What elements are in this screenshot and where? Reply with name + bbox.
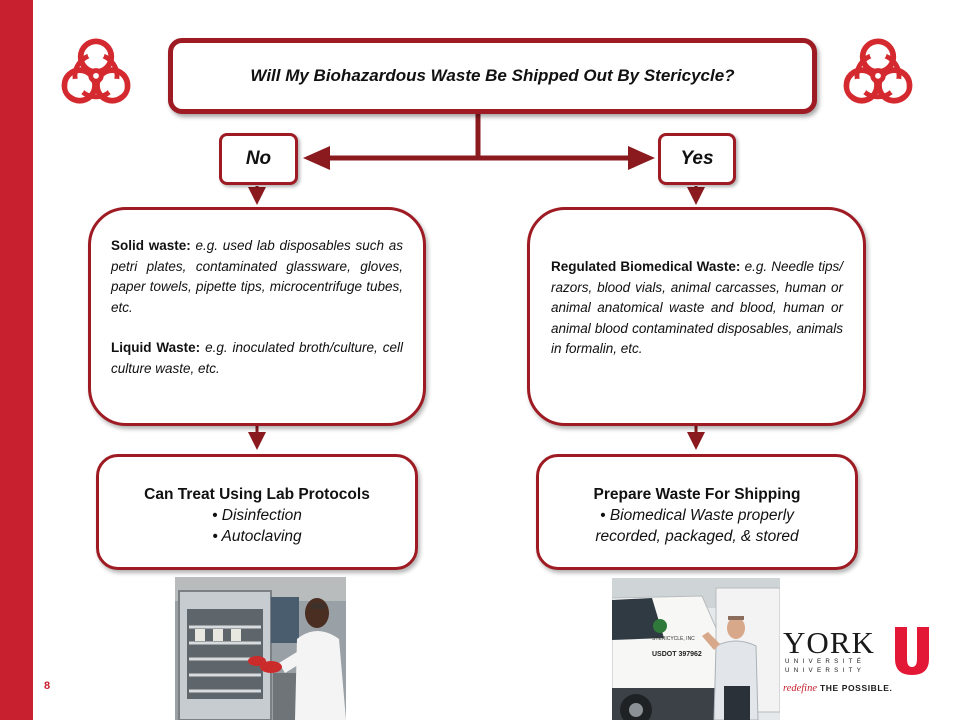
biohazard-icon bbox=[843, 38, 913, 104]
truck-usdot-text: USDOT 397962 bbox=[652, 651, 702, 658]
question-box: Will My Biohazardous Waste Be Shipped Ou… bbox=[168, 38, 817, 114]
page-number: 8 bbox=[44, 680, 51, 692]
no-arrowhead bbox=[303, 146, 330, 170]
treat-outcome-box: Can Treat Using Lab Protocols • Disinfec… bbox=[96, 454, 418, 570]
regulated-waste-label: Regulated Biomedical Waste: bbox=[551, 259, 741, 274]
yes-arrowhead bbox=[628, 146, 655, 170]
treat-bullet: • Autoclaving bbox=[212, 528, 302, 545]
yes-waste-types-box: Regulated Biomedical Waste: e.g. Needle … bbox=[527, 207, 866, 426]
yes-branch-box: Yes bbox=[658, 133, 736, 185]
yes-label: Yes bbox=[680, 148, 714, 169]
stericycle-truck-photo: STERICYCLE, INC USDOT 397962 bbox=[612, 578, 780, 720]
logo-tagline: redefine THE POSSIBLE. bbox=[783, 682, 892, 694]
york-u-icon bbox=[895, 627, 929, 675]
autoclave-photo bbox=[175, 577, 346, 720]
logo-wordmark: YORK bbox=[783, 625, 875, 660]
tagline-italic: redefine bbox=[783, 683, 818, 694]
solid-waste-label: Solid waste: bbox=[111, 238, 191, 253]
treat-outcome-heading: Can Treat Using Lab Protocols bbox=[144, 486, 370, 503]
regulated-waste-paragraph: Regulated Biomedical Waste: e.g. Needle … bbox=[551, 257, 843, 360]
regulated-waste-text: e.g. Needle tips/ razors, blood vials, a… bbox=[551, 259, 843, 356]
tagline-caps: THE POSSIBLE. bbox=[819, 683, 893, 693]
side-accent-bar bbox=[0, 0, 33, 720]
truck-company-text: STERICYCLE, INC bbox=[652, 636, 695, 642]
ship-bullet: • Biomedical Waste properly recorded, pa… bbox=[595, 507, 799, 545]
logo-universite: UNIVERSITÉ bbox=[785, 658, 866, 665]
york-university-logo: YORK UNIVERSITÉ UNIVERSITY redefine THE … bbox=[783, 625, 933, 697]
liquid-waste-label: Liquid Waste: bbox=[111, 340, 201, 355]
treat-bullet: • Disinfection bbox=[212, 507, 302, 524]
solid-waste-text: e.g. used lab disposables such as petri … bbox=[111, 238, 403, 315]
ship-outcome-box: Prepare Waste For Shipping • Biomedical … bbox=[536, 454, 858, 570]
question-title: Will My Biohazardous Waste Be Shipped Ou… bbox=[250, 66, 735, 85]
no-branch-box: No bbox=[219, 133, 298, 185]
biohazard-icon bbox=[61, 38, 131, 104]
no-label: No bbox=[245, 148, 272, 169]
solid-waste-paragraph: Solid waste: e.g. used lab disposables s… bbox=[111, 236, 403, 318]
logo-university: UNIVERSITY bbox=[785, 667, 866, 674]
liquid-waste-text: e.g. inoculated broth/culture, cell cult… bbox=[111, 340, 403, 376]
no-waste-types-box: Solid waste: e.g. used lab disposables s… bbox=[88, 207, 426, 426]
ship-outcome-heading: Prepare Waste For Shipping bbox=[593, 486, 801, 503]
liquid-waste-paragraph: Liquid Waste: e.g. inoculated broth/cult… bbox=[111, 338, 403, 379]
